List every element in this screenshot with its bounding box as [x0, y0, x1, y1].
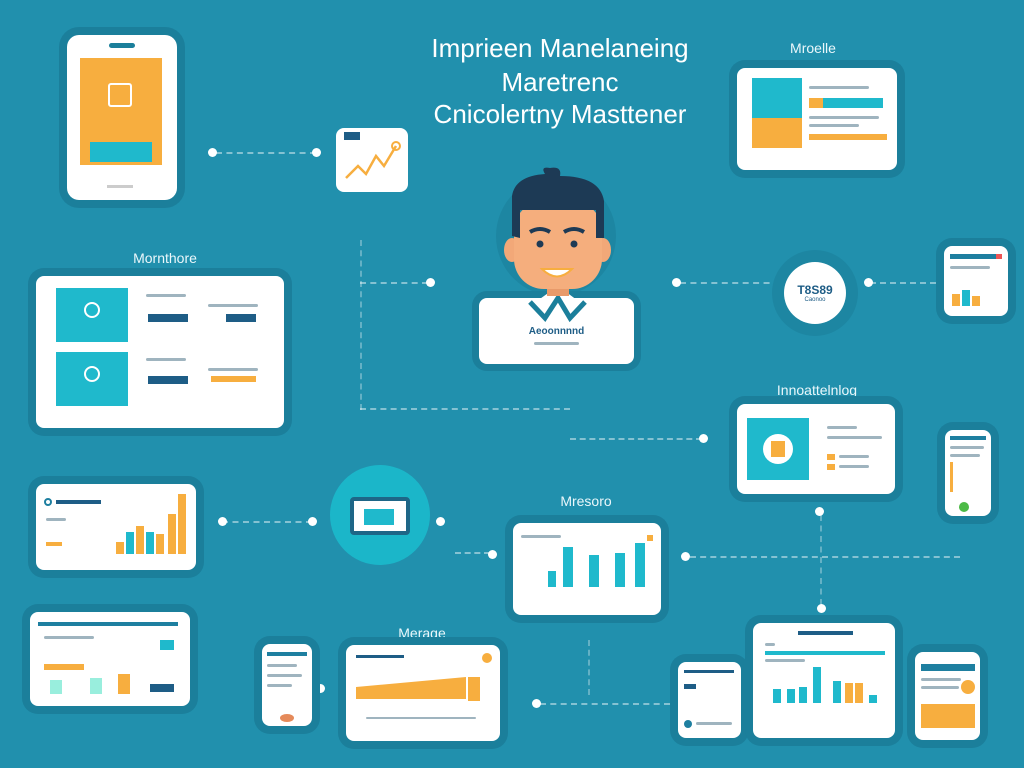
headline-line-2: Maretrenc: [501, 67, 619, 97]
phone-mockup-small: [262, 644, 312, 726]
label-center-chart: Mresoro: [560, 493, 612, 509]
stats-bar-chart: [773, 663, 883, 703]
label-bottom-center: Merage: [398, 625, 446, 641]
app-icon: [108, 83, 132, 107]
stats-chart-card: [753, 623, 895, 738]
headline-line-3: Cnicolertny Masttener: [433, 99, 687, 129]
connector: [680, 282, 780, 284]
connector: [690, 556, 960, 558]
monitor-icon-badge: [330, 465, 430, 565]
connector: [588, 640, 590, 695]
connector: [570, 438, 702, 440]
connector: [540, 703, 670, 705]
profile-name: Aeoonnnnd: [528, 326, 585, 337]
label-right-middle: Innoattelnlog: [776, 382, 858, 398]
connector-node: [436, 517, 445, 526]
content-card: [737, 404, 895, 494]
bar-chart-card: [36, 484, 196, 570]
metric-badge: T8S89 Caonoo: [784, 262, 846, 324]
label-left: Mornthore: [133, 250, 197, 266]
phone-mockup-right: [945, 430, 991, 516]
bar-chart: [116, 494, 191, 554]
column-chart: [543, 543, 648, 587]
connector-node: [208, 148, 217, 157]
connector: [360, 282, 428, 284]
connector: [870, 282, 936, 284]
connector: [360, 408, 570, 410]
trend-chart-card: [336, 128, 408, 192]
mini-chart-card: [944, 246, 1008, 316]
report-card: [30, 612, 190, 706]
connector-node: [426, 278, 435, 287]
connector: [360, 240, 362, 410]
metric-value: T8S89: [797, 283, 833, 297]
phone-screen: [80, 58, 162, 165]
connector: [455, 552, 490, 554]
tablet-small: [678, 662, 741, 738]
connector-node: [864, 278, 873, 287]
connector-node: [488, 550, 497, 559]
connector-node: [815, 507, 824, 516]
headline-line-1: Imprieen Manelaneing: [431, 33, 689, 63]
connector-node: [672, 278, 681, 287]
phone-mockup-bottom-right: [915, 652, 980, 740]
area-chart-card: [346, 645, 500, 741]
phone-mockup: [67, 35, 177, 200]
connector-node: [316, 684, 325, 693]
connector-node: [699, 434, 708, 443]
connector: [216, 152, 316, 154]
analytics-board: [36, 276, 284, 428]
label-top-right: Mroelle: [790, 40, 836, 56]
tablet-dashboard: [737, 68, 897, 170]
connector-node: [312, 148, 321, 157]
connector: [222, 521, 312, 523]
metric-caption: Caonoo: [804, 297, 826, 303]
column-chart-card: [513, 523, 661, 615]
area-chart: [356, 677, 480, 701]
connector: [820, 515, 822, 605]
connector-node: [532, 699, 541, 708]
connector-node: [308, 517, 317, 526]
panel-tile: [56, 352, 128, 406]
panel-tile: [56, 288, 128, 342]
person-avatar: [504, 167, 611, 323]
connector-node: [681, 552, 690, 561]
connector-node: [218, 517, 227, 526]
line-chart-icon: [345, 141, 401, 179]
connector-node: [817, 604, 826, 613]
